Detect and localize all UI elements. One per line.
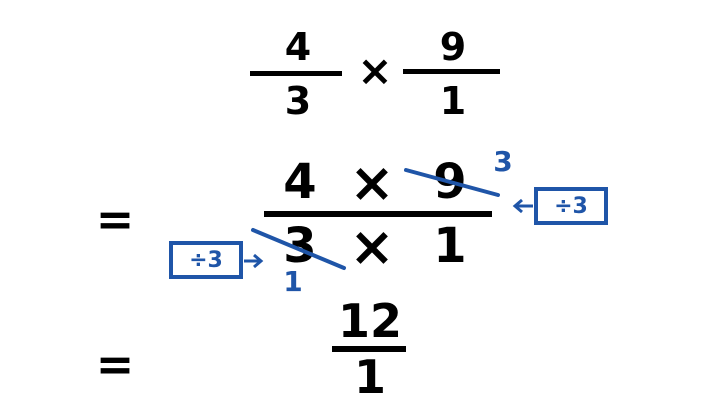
- strike-through-three: [251, 228, 346, 270]
- line3-equals-sign: =: [95, 337, 135, 391]
- line1-left-fraction-bar: [250, 71, 342, 76]
- cancel-result-one: 1: [283, 265, 303, 298]
- line2-fraction-bar: [264, 211, 492, 217]
- left-arrow-icon: [244, 253, 264, 269]
- line1-right-numerator: 9: [439, 25, 467, 69]
- line2-equals-sign: =: [95, 192, 135, 246]
- line2-denominator-right: 1: [433, 218, 467, 274]
- line1-right-fraction-bar: [403, 69, 500, 74]
- line2-numerator-left: 4: [283, 154, 317, 210]
- line3-denominator: 1: [353, 350, 386, 404]
- divide-by-three-box-left: ÷3: [169, 241, 243, 279]
- line1-left-numerator: 4: [284, 25, 312, 69]
- line1-left-denominator: 3: [284, 79, 312, 123]
- right-arrow-icon: [512, 198, 533, 214]
- cancel-result-three: 3: [493, 145, 513, 178]
- line1-times-sign: ×: [357, 46, 393, 95]
- line2-numerator-times: ×: [349, 151, 395, 214]
- line1-right-denominator: 1: [439, 79, 467, 123]
- line2-denominator-times: ×: [349, 215, 395, 278]
- divide-by-three-box-right: ÷3: [534, 187, 608, 225]
- line3-fraction-bar: [332, 346, 406, 352]
- line3-numerator: 12: [337, 294, 402, 348]
- strike-through-nine: [404, 168, 500, 197]
